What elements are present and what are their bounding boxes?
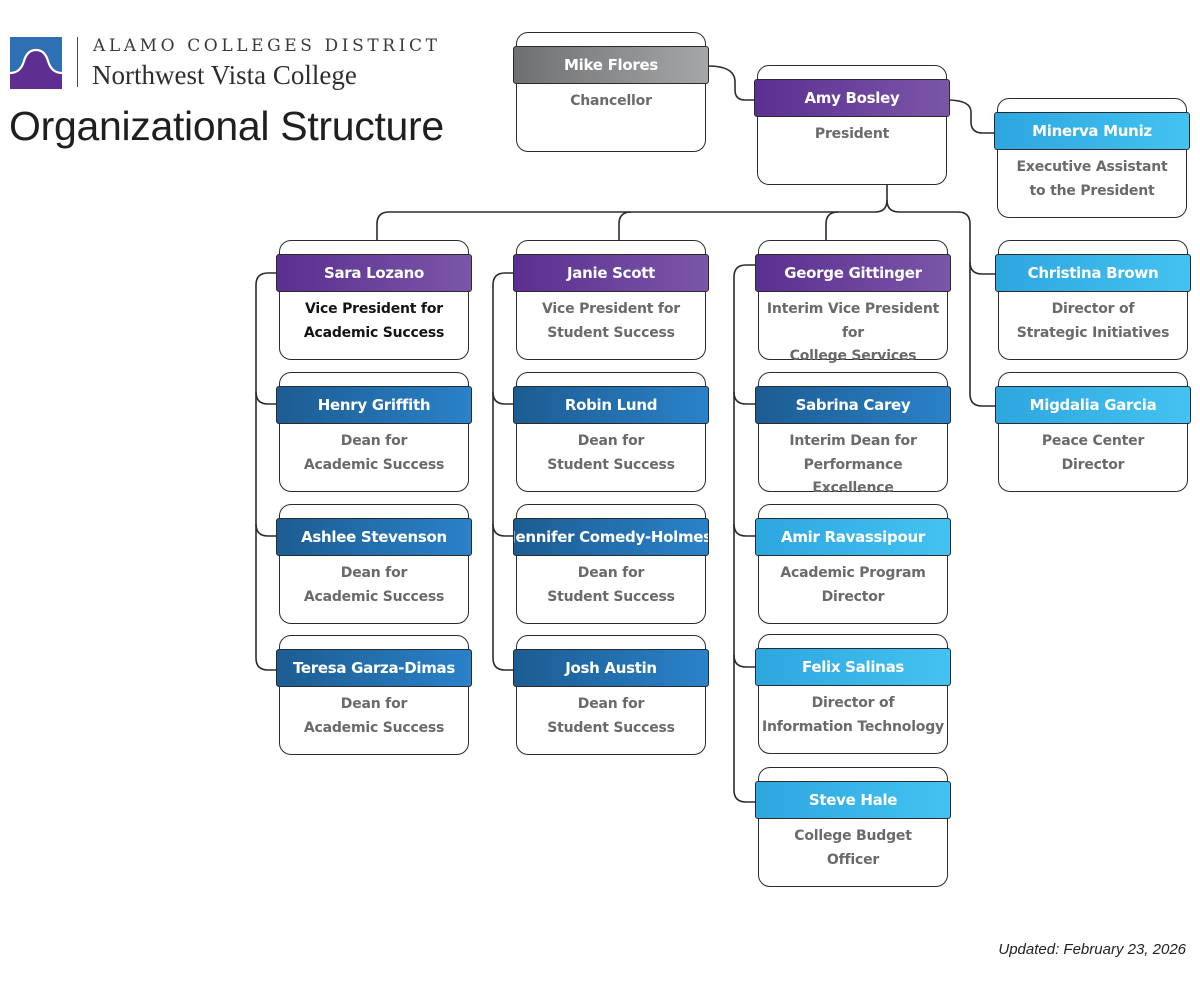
org-card-services-staff: Sabrina Carey Interim Dean for Performan… (755, 372, 951, 496)
card-role: Dean for Student Success (547, 696, 675, 736)
card-name: Amy Bosley (754, 79, 950, 117)
card-role: College Budget Officer (794, 828, 912, 868)
card-name: Robin Lund (513, 386, 709, 424)
card-role: Interim Vice President for College Servi… (766, 301, 940, 364)
org-card-student-dean: Josh Austin Dean for Student Success (513, 635, 709, 755)
connector-services-branch (733, 264, 757, 803)
card-name: Janie Scott (513, 254, 709, 292)
org-card-services-staff: Amir Ravassipour Academic Program Direct… (755, 504, 951, 624)
card-name: Teresa Garza-Dimas (276, 649, 472, 687)
card-name: Amir Ravassipour (755, 518, 951, 556)
connector-student-dean-2 (492, 523, 515, 537)
card-role: Executive Assistant to the President (1016, 159, 1168, 199)
org-card-student-dean: Robin Lund Dean for Student Success (513, 372, 709, 492)
org-card-student-dean: Jennifer Comedy-Holmes Dean for Student … (513, 504, 709, 624)
card-role: Dean for Student Success (547, 565, 675, 605)
connector-president-trunk (376, 182, 888, 241)
card-name: Christina Brown (995, 254, 1191, 292)
card-name: Migdalia Garcia (995, 386, 1191, 424)
card-role: Peace Center Director (1041, 433, 1145, 473)
card-name: Sabrina Carey (755, 386, 951, 424)
card-name: Felix Salinas (755, 648, 951, 686)
card-name: Mike Flores (513, 46, 709, 84)
page-title: Organizational Structure (9, 103, 444, 149)
card-role: Academic Program Director (780, 565, 926, 605)
connector-to-student-vp (618, 211, 632, 241)
connector-chancellor-president (707, 65, 756, 101)
logo-divider (77, 37, 78, 87)
card-name: Ashlee Stevenson (276, 518, 472, 556)
org-card-president: Amy Bosley President (754, 65, 950, 185)
org-card-vp-academic-success: Sara Lozano Vice President for Academic … (276, 240, 472, 360)
card-name: Minerva Muniz (994, 112, 1190, 150)
card-role: Dean for Academic Success (303, 433, 445, 473)
org-card-strategic-initiatives: Christina Brown Director of Strategic In… (995, 240, 1191, 360)
card-role: Interim Dean for Performance Excellence (789, 433, 917, 496)
card-role: Dean for Academic Success (303, 565, 445, 605)
connector-student-dean-1 (492, 391, 515, 405)
org-card-services-staff: Felix Salinas Director of Information Te… (755, 634, 951, 754)
org-card-services-staff: Steve Hale College Budget Officer (755, 767, 951, 887)
org-card-academic-dean: Teresa Garza-Dimas Dean for Academic Suc… (276, 635, 472, 755)
connector-services-staff-2 (733, 523, 757, 537)
card-name: Henry Griffith (276, 386, 472, 424)
card-name: Sara Lozano (276, 254, 472, 292)
connector-academic-dean-1 (255, 391, 278, 405)
connector-student-branch (492, 272, 515, 671)
org-card-vp-student-success: Janie Scott Vice President for Student S… (513, 240, 709, 360)
updated-date: Updated: February 23, 2026 (998, 941, 1186, 958)
org-card-chancellor: Mike Flores Chancellor (513, 32, 709, 152)
card-name: Jennifer Comedy-Holmes (513, 518, 709, 556)
card-role: Vice President for Student Success (542, 301, 680, 341)
connector-academic-branch (255, 272, 278, 671)
org-card-executive-assistant: Minerva Muniz Executive Assistant to the… (994, 98, 1190, 218)
district-name: ALAMO COLLEGES DISTRICT (93, 36, 441, 56)
header: ALAMO COLLEGES DISTRICT Northwest Vista … (0, 0, 480, 160)
college-name: Northwest Vista College (92, 60, 357, 90)
card-role: Director of Strategic Initiatives (1016, 301, 1170, 341)
org-card-academic-dean: Ashlee Stevenson Dean for Academic Succe… (276, 504, 472, 624)
card-role: Chancellor (570, 93, 652, 109)
connector-to-strategic (969, 261, 996, 275)
card-name: Steve Hale (755, 781, 951, 819)
connector-academic-dean-2 (255, 523, 278, 537)
card-role: Director of Information Technology (762, 695, 944, 735)
connector-to-staff-directors (886, 199, 996, 407)
card-role: Dean for Student Success (547, 433, 675, 473)
connector-services-staff-3 (733, 654, 757, 668)
org-card-peace-center-director: Migdalia Garcia Peace Center Director (995, 372, 1191, 492)
connector-to-services-vp (825, 211, 839, 241)
card-role: President (814, 126, 890, 142)
college-logo-icon (10, 37, 62, 89)
card-role: Dean for Academic Success (303, 696, 445, 736)
connector-president-assistant (946, 99, 996, 134)
org-card-vp-college-services: George Gittinger Interim Vice President … (755, 240, 951, 364)
card-role: Vice President for Academic Success (303, 301, 445, 341)
card-name: Josh Austin (513, 649, 709, 687)
org-card-academic-dean: Henry Griffith Dean for Academic Success (276, 372, 472, 492)
connector-services-staff-1 (733, 391, 757, 405)
card-name: George Gittinger (755, 254, 951, 292)
